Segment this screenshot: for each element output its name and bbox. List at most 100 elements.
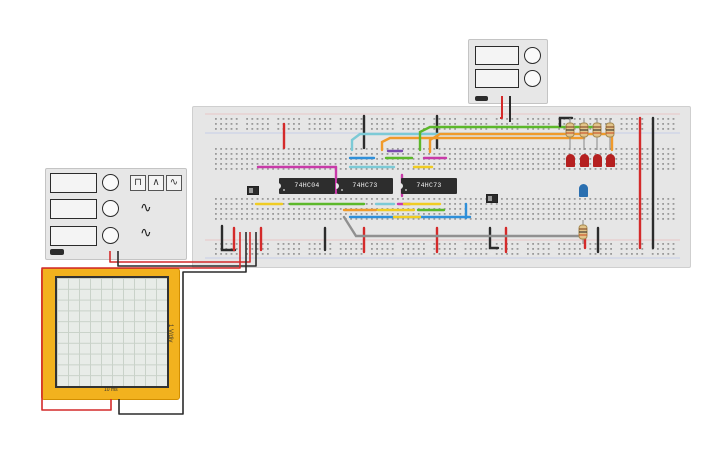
breadboard-hole [308,213,311,215]
oscilloscope[interactable]: 1 V/div 10 ms [41,268,180,400]
breadboard-hole [412,123,415,125]
power-switch[interactable] [50,249,64,255]
function-generator[interactable]: ⊓ ∧ ∿ ∿ ∿ [45,168,187,260]
breadboard-hole [350,213,352,215]
ic-chip-74hc73-1[interactable]: 74HC73 [336,178,393,194]
breadboard-hole [350,128,352,130]
triangle-wave-button[interactable]: ∧ [148,175,164,191]
breadboard-hole [449,208,451,210]
red-led-2[interactable] [580,154,589,167]
breadboard-hole [215,163,217,165]
breadboard-hole [267,168,269,170]
breadboard-hole [355,148,358,150]
breadboard-hole [537,203,540,205]
breadboard-hole [433,243,436,245]
breadboard-hole [329,213,332,215]
breadboard-hole [480,218,482,220]
breadboard-hole [516,208,519,210]
breadboard-hole [516,218,519,220]
breadboard-hole [438,243,441,245]
breadboard-hole [293,168,295,170]
red-led-1[interactable] [566,154,575,167]
breadboard-hole [542,168,545,170]
breadboard-hole [303,218,306,220]
amplitude-knob[interactable] [102,200,119,217]
breadboard-hole [511,153,514,155]
breadboard-hole [563,123,566,125]
breadboard-hole [589,243,592,245]
slide-switch-1[interactable] [247,186,259,195]
breadboard-hole [631,148,633,150]
breadboard-hole [272,148,274,150]
breadboard-hole [516,248,519,250]
breadboard-hole [282,218,285,220]
breadboard-hole [490,163,493,165]
breadboard-hole [605,243,607,245]
breadboard-hole [438,123,441,125]
breadboard-hole [277,198,280,200]
breadboard-hole [376,168,378,170]
breadboard-hole [672,208,675,210]
breadboard-hole [308,248,311,250]
breadboard-hole [599,198,602,200]
breadboard-hole [459,208,462,210]
breadboard-hole [350,248,352,250]
breadboard-hole [631,208,633,210]
breadboard-hole [657,118,659,120]
breadboard-hole [605,253,607,255]
breadboard-hole [615,148,618,150]
breadboard-hole [620,253,623,255]
switch-slider[interactable] [249,188,253,193]
frequency-knob[interactable] [102,174,119,191]
breadboard-hole [454,243,456,245]
breadboard-hole [345,128,347,130]
breadboard-hole [516,128,519,130]
breadboard-hole [381,213,384,215]
ic-chip-74hc04[interactable]: 74HC04 [278,178,335,194]
breadboard-hole [547,168,550,170]
dc-power-supply[interactable] [468,39,548,104]
breadboard-hole [417,253,420,255]
breadboard-hole [615,158,618,160]
breadboard-hole [313,198,316,200]
breadboard-hole [329,248,332,250]
voltage-knob[interactable] [524,47,541,64]
breadboard-hole [256,168,259,170]
breadboard-hole [469,168,472,170]
breadboard-hole [251,213,254,215]
current-knob[interactable] [524,70,541,87]
breadboard-hole [225,148,228,150]
breadboard-hole [319,218,321,220]
breadboard-hole [417,153,420,155]
breadboard-hole [672,153,675,155]
ic-chip-74hc73-2[interactable]: 74HC73 [400,178,457,194]
breadboard-hole [501,213,503,215]
breadboard-hole [376,218,378,220]
power-switch[interactable] [475,96,488,101]
voltage-display [475,46,519,65]
sine-wave-button[interactable]: ∿ [166,175,182,191]
breadboard-hole [355,213,358,215]
breadboard-hole [391,213,394,215]
breadboard-hole [605,208,607,210]
breadboard-hole [261,123,264,125]
offset-knob[interactable] [102,227,119,244]
red-led-4[interactable] [606,154,615,167]
red-led-3[interactable] [593,154,602,167]
breadboard-hole [293,213,295,215]
slide-switch-2[interactable] [486,194,498,203]
square-wave-button[interactable]: ⊓ [130,175,146,191]
breadboard-hole [459,163,462,165]
breadboard-hole [428,213,430,215]
breadboard-hole [220,118,222,120]
breadboard-hole [501,208,503,210]
breadboard-hole [261,208,264,210]
breadboard-hole [485,128,488,130]
switch-slider[interactable] [488,196,492,201]
breadboard-hole [339,168,342,170]
breadboard-hole [636,158,638,160]
breadboard-hole [407,243,410,245]
breadboard-hole [256,253,259,255]
breadboard-hole [391,163,394,165]
blue-led[interactable] [579,184,588,197]
